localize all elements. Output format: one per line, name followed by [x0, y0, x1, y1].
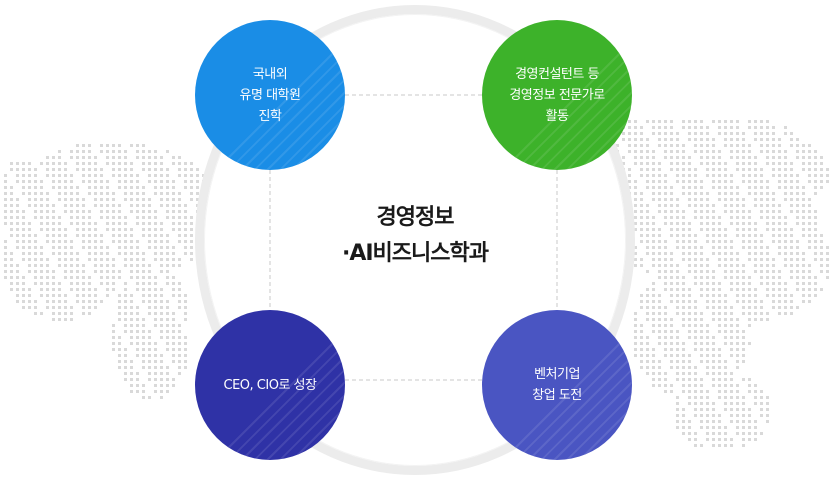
node-consultant-line1: 경영컨설턴트 등 [515, 66, 599, 82]
node-graduate-school-line2: 유명 대학원 [239, 87, 301, 103]
node-ceo-cio-line1: CEO, CIO로 성장 [223, 377, 317, 393]
node-ceo-cio: CEO, CIO로 성장 [195, 310, 345, 460]
center-title-line2: ·AI비즈니스학과 [341, 241, 489, 266]
node-graduate-school-line1: 국내외 [252, 66, 288, 82]
node-consultant-line2: 경영정보 전문가로 [509, 87, 605, 103]
node-startup-line2: 창업 도전 [532, 388, 582, 403]
node-graduate-school: 국내외 유명 대학원 진학 [195, 20, 345, 170]
center-title-line1: 경영정보 [376, 205, 455, 230]
node-graduate-school-line3: 진학 [258, 108, 282, 124]
node-startup-line1: 벤처기업 [534, 367, 580, 382]
node-consultant-line3: 활동 [545, 108, 569, 124]
inner-ring [204, 14, 626, 466]
center-title: 경영정보 ·AI비즈니스학과 [300, 200, 530, 272]
node-consultant: 경영컨설턴트 등 경영정보 전문가로 활동 [482, 20, 632, 170]
node-startup: 벤처기업 창업 도전 [482, 310, 632, 460]
